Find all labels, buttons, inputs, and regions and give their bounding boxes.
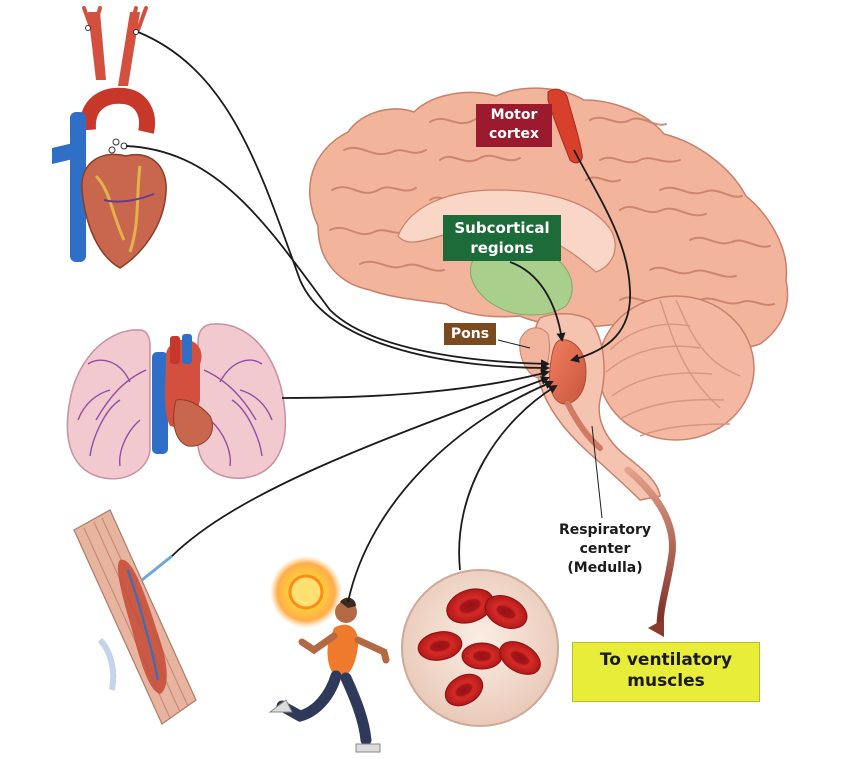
ventilatory-label-line1: To ventilatory [599,650,733,670]
arrow-from-muscle [171,376,550,557]
runner-illustration [268,597,390,753]
respiratory-label-line2: center [579,541,631,557]
red-blood-cell [499,641,541,675]
subcortical-regions-label: Subcortical regions [443,215,561,261]
red-blood-cell [417,631,463,661]
heart-illustration [52,6,167,269]
ventilatory-muscles-label: To ventilatory muscles [572,642,760,702]
motor-cortex-label-line2: cortex [488,126,540,142]
blood-cells-illustration [401,569,559,727]
arrow-from-runner [347,380,554,603]
red-blood-cell [444,673,484,707]
arrow-from-subcortical [509,261,566,342]
sun-illustration [270,556,342,628]
respiratory-label-line3: (Medulla) [567,560,643,576]
arrow-from-motor-cortex [570,149,631,363]
cerebellum [597,295,755,441]
muscle-spindle-illustration [73,509,197,725]
subcortical-label-line1: Subcortical [454,219,550,237]
red-blood-cell [484,595,528,629]
motor-cortex-label-line1: Motor [490,107,538,123]
motor-cortex-label: Motor cortex [476,104,552,147]
red-blood-cell [461,642,503,670]
pons-pointer [497,339,531,349]
pons-label: Pons [444,323,496,345]
ventilatory-label-line2: muscles [627,671,705,691]
brain-illustration [309,87,789,501]
subcortical-label-line2: regions [470,239,534,257]
respiratory-center-label: Respiratory center (Medulla) [536,521,674,578]
arrow-from-carotid [137,31,550,373]
efferent-pathway [624,466,676,638]
arrow-from-aorta [125,145,550,369]
motor-cortex-strip [547,88,583,164]
arrow-from-lungs [281,369,550,399]
respiratory-label-line1: Respiratory [558,522,652,538]
afferent-arrows [125,31,631,603]
red-blood-cell [446,588,494,624]
lungs-illustration [66,323,287,480]
arrow-from-blood [458,384,558,571]
respiratory-center-pointer [591,425,603,519]
